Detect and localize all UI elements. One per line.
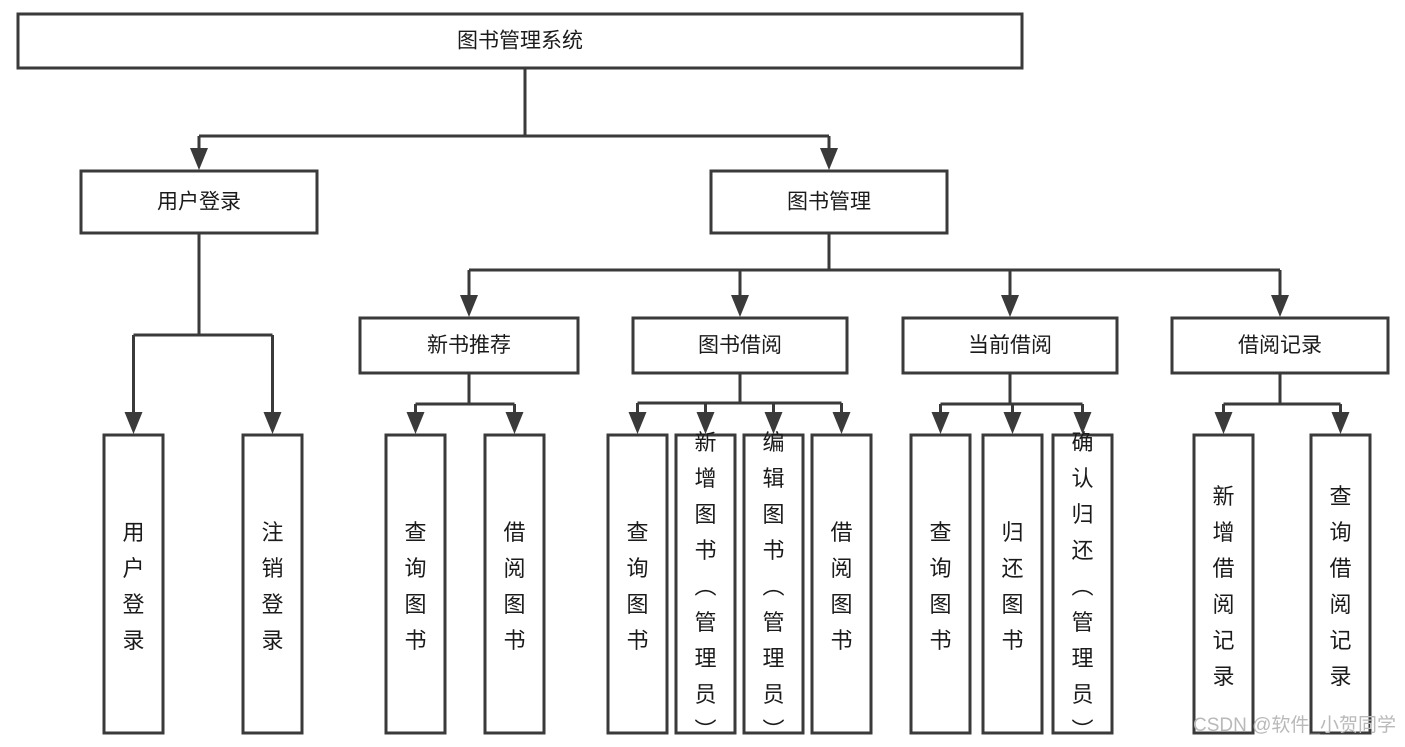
node-box-leaf-user-login[interactable]: [102, 433, 165, 735]
node-label-leaf-query-book-2: 查询图书: [626, 520, 648, 653]
connector-group-bus-user-login: [124, 233, 282, 434]
node-box-book-manage[interactable]: [709, 169, 949, 235]
edge-arrow-icon: [696, 412, 715, 434]
node-leaf-confirm-return[interactable]: 确认归还︵管理员︶: [1051, 430, 1114, 743]
node-label-leaf-user-logout: 注销登录: [261, 520, 283, 653]
node-box-leaf-query-book-2[interactable]: [606, 433, 669, 735]
node-label-root: 图书管理系统: [457, 30, 583, 53]
edge-arrow-icon: [263, 412, 282, 434]
node-box-book-borrow[interactable]: [631, 316, 849, 375]
edge-arrow-icon: [505, 412, 524, 434]
edge-arrow-icon: [832, 412, 851, 434]
node-leaf-borrow-book-2[interactable]: 借阅图书: [810, 433, 873, 735]
node-label-new-book-recommend: 新书推荐: [427, 334, 511, 357]
node-box-root[interactable]: [16, 12, 1024, 70]
node-box-leaf-add-book[interactable]: [674, 433, 737, 735]
node-box-current-borrow[interactable]: [901, 316, 1119, 375]
node-box-leaf-user-logout[interactable]: [241, 433, 304, 735]
edge-arrow-icon: [1271, 295, 1289, 317]
edge-arrow-icon: [124, 412, 143, 434]
edge-arrow-icon: [406, 412, 425, 434]
edge-arrow-icon: [460, 295, 478, 317]
node-box-leaf-query-book-3[interactable]: [909, 433, 972, 735]
connector-group-bus-new-book: [406, 373, 524, 434]
node-user-login[interactable]: 用户登录: [79, 169, 319, 235]
node-label-leaf-return-book: 归还图书: [1001, 520, 1023, 653]
node-leaf-user-logout[interactable]: 注销登录: [241, 433, 304, 735]
node-label-leaf-user-login: 用户登录: [122, 520, 144, 653]
connector-layer: [124, 68, 1350, 434]
node-label-leaf-edit-book: 编辑图书︵管理员︶: [762, 430, 784, 743]
node-leaf-query-book-3[interactable]: 查询图书: [909, 433, 972, 735]
node-label-user-login: 用户登录: [157, 191, 241, 214]
node-new-book-recommend[interactable]: 新书推荐: [358, 316, 580, 375]
connector-group-bus-book-borrow: [628, 373, 851, 434]
edge-arrow-icon: [1001, 295, 1019, 317]
node-leaf-add-record[interactable]: 新增借阅记录: [1192, 433, 1255, 735]
node-label-leaf-add-book: 新增图书︵管理员︶: [694, 430, 716, 743]
edge-arrow-icon: [731, 295, 749, 317]
edge-arrow-icon: [1331, 412, 1350, 434]
edge-arrow-icon: [628, 412, 647, 434]
node-box-leaf-confirm-return[interactable]: [1051, 433, 1114, 735]
node-leaf-query-book-1[interactable]: 查询图书: [384, 433, 447, 735]
node-leaf-return-book[interactable]: 归还图书: [981, 433, 1044, 735]
node-leaf-edit-book[interactable]: 编辑图书︵管理员︶: [742, 430, 805, 743]
edge-arrow-icon: [931, 412, 950, 434]
edge-arrow-icon: [1073, 412, 1092, 434]
node-root[interactable]: 图书管理系统: [16, 12, 1024, 70]
node-leaf-borrow-book-1[interactable]: 借阅图书: [483, 433, 546, 735]
node-current-borrow[interactable]: 当前借阅: [901, 316, 1119, 375]
node-leaf-query-record[interactable]: 查询借阅记录: [1309, 433, 1372, 735]
node-label-borrow-record: 借阅记录: [1238, 334, 1322, 357]
csdn-watermark: CSDN @软件_小贺同学: [1193, 714, 1396, 736]
node-label-leaf-borrow-book-2: 借阅图书: [830, 520, 852, 653]
edge-arrow-icon: [764, 412, 783, 434]
node-box-leaf-query-book-1[interactable]: [384, 433, 447, 735]
node-box-leaf-borrow-book-1[interactable]: [483, 433, 546, 735]
node-book-manage[interactable]: 图书管理: [709, 169, 949, 235]
connector-group-bus-root: [190, 68, 838, 170]
node-label-leaf-confirm-return: 确认归还︵管理员︶: [1071, 430, 1093, 743]
edge-arrow-icon: [820, 148, 838, 170]
node-label-book-borrow: 图书借阅: [698, 334, 782, 357]
node-layer: 图书管理系统用户登录图书管理新书推荐图书借阅当前借阅借阅记录用户登录注销登录查询…: [16, 12, 1390, 743]
node-book-borrow[interactable]: 图书借阅: [631, 316, 849, 375]
node-label-current-borrow: 当前借阅: [968, 334, 1052, 357]
node-box-leaf-borrow-book-2[interactable]: [810, 433, 873, 735]
node-box-leaf-query-record[interactable]: [1309, 433, 1372, 735]
node-box-leaf-return-book[interactable]: [981, 433, 1044, 735]
node-box-leaf-edit-book[interactable]: [742, 433, 805, 735]
edge-arrow-icon: [1003, 412, 1022, 434]
node-label-leaf-query-book-3: 查询图书: [929, 520, 951, 653]
node-label-leaf-borrow-book-1: 借阅图书: [503, 520, 525, 653]
node-label-leaf-query-record: 查询借阅记录: [1329, 484, 1351, 689]
connector-group-bus-book-manage: [460, 233, 1289, 317]
node-label-book-manage: 图书管理: [787, 191, 871, 214]
node-label-leaf-add-record: 新增借阅记录: [1212, 484, 1234, 689]
node-box-borrow-record[interactable]: [1170, 316, 1390, 375]
edge-arrow-icon: [1214, 412, 1233, 434]
node-leaf-user-login[interactable]: 用户登录: [102, 433, 165, 735]
node-box-new-book-recommend[interactable]: [358, 316, 580, 375]
node-box-user-login[interactable]: [79, 169, 319, 235]
node-label-leaf-query-book-1: 查询图书: [404, 520, 426, 653]
node-borrow-record[interactable]: 借阅记录: [1170, 316, 1390, 375]
node-leaf-add-book[interactable]: 新增图书︵管理员︶: [674, 430, 737, 743]
connector-group-bus-current-borrow: [931, 373, 1092, 434]
connector-group-bus-borrow-record: [1214, 373, 1350, 434]
node-box-leaf-add-record[interactable]: [1192, 433, 1255, 735]
edge-arrow-icon: [190, 148, 208, 170]
node-leaf-query-book-2[interactable]: 查询图书: [606, 433, 669, 735]
